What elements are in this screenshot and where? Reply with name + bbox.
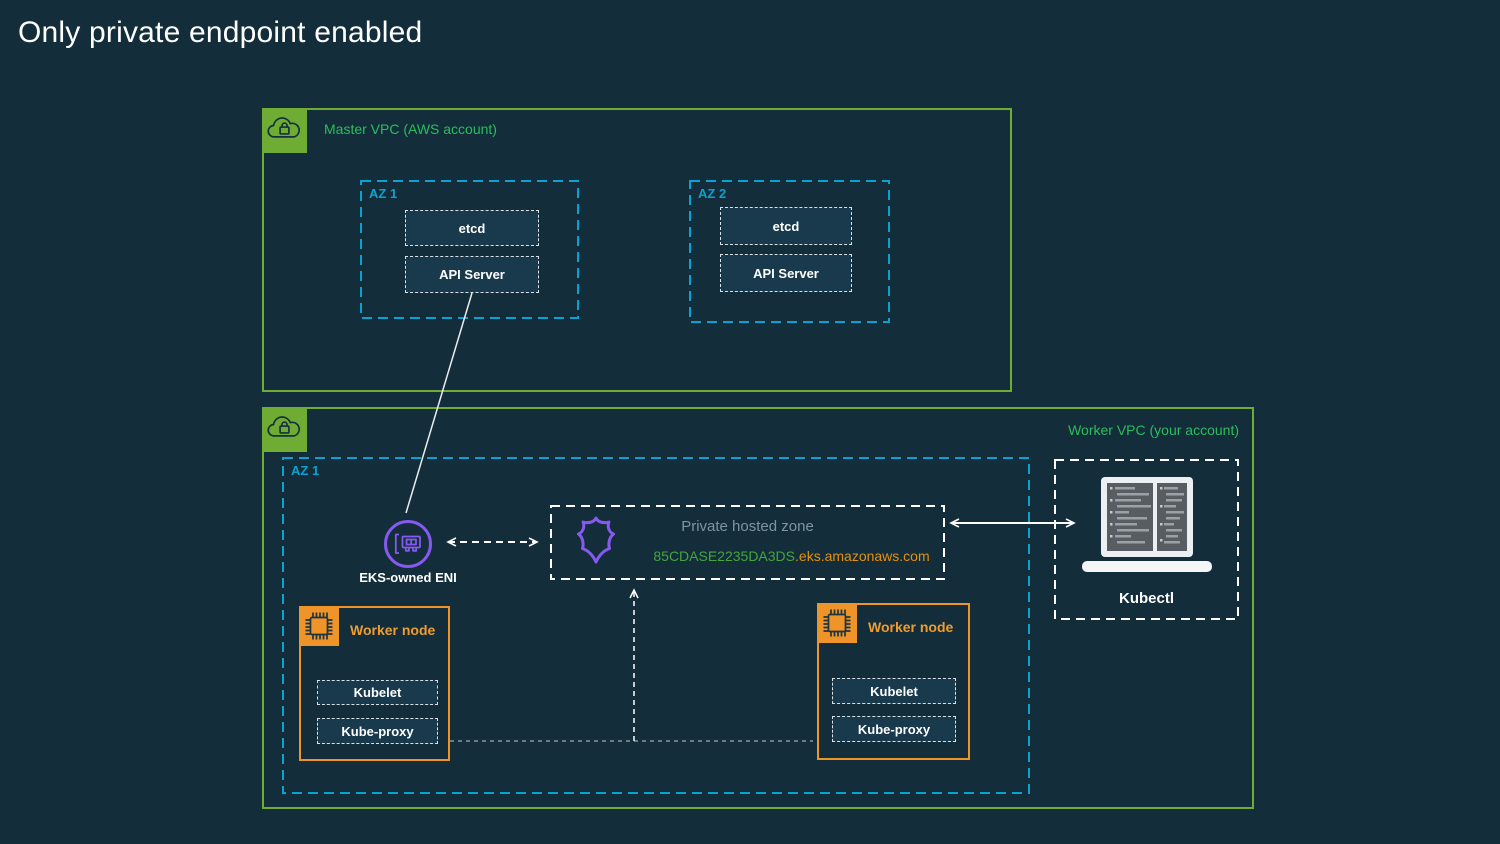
master-vpc-label: Master VPC (AWS account) [324, 121, 497, 137]
dashed-border [1054, 459, 1239, 620]
worker-vpc-group: Worker VPC (your account) AZ 1 [262, 407, 1254, 809]
dashed-border [550, 505, 945, 580]
chip-icon [299, 606, 339, 646]
node-etcd: etcd [405, 210, 539, 246]
worker-vpc-label: Worker VPC (your account) [1068, 422, 1239, 438]
worker-az1-box: AZ 1 EKS-owned ENI [282, 457, 1030, 794]
eni-label: EKS-owned ENI [359, 570, 457, 585]
vpc-icon [262, 407, 307, 452]
network-card-icon [394, 533, 421, 554]
kubectl-box: Kubectl [1054, 459, 1239, 620]
node-kubelet: Kubelet [317, 680, 438, 705]
master-vpc-group: Master VPC (AWS account) AZ 1 etcd API S… [262, 108, 1012, 392]
phz-domain-suffix: .eks.amazonaws.com [795, 548, 930, 564]
worker-node-box-2: Worker node Kubelet Kube-proxy [817, 603, 970, 760]
phz-domain: 85CDASE2235DA3DS.eks.amazonaws.com [638, 548, 945, 564]
chip-icon [817, 603, 857, 643]
az-label: AZ 2 [698, 186, 727, 201]
node-api-server: API Server [405, 256, 539, 293]
hosted-zone-shield-icon [577, 516, 615, 564]
vpc-icon [262, 108, 307, 153]
master-az2-box: AZ 2 etcd API Server [689, 180, 890, 323]
worker-node-label: Worker node [868, 619, 954, 635]
node-kube-proxy: Kube-proxy [317, 718, 438, 744]
cpu-chip-icon [305, 612, 333, 640]
phz-title: Private hosted zone [681, 518, 814, 535]
master-az1-box: AZ 1 etcd API Server [360, 180, 579, 319]
worker-node-box-1: Worker node Kubelet Kube-proxy [299, 606, 450, 761]
eni-icon [384, 520, 432, 568]
az-label: AZ 1 [291, 463, 320, 478]
dashed-border [282, 457, 1030, 794]
phz-domain-prefix: 85CDASE2235DA3DS [653, 548, 796, 564]
kubectl-label: Kubectl [1118, 590, 1174, 607]
cloud-lock-icon [267, 117, 301, 138]
node-kubelet: Kubelet [832, 678, 956, 704]
private-hosted-zone-box: Private hosted zone 85CDASE2235DA3DS.eks… [550, 505, 945, 580]
cpu-chip-icon [823, 609, 851, 637]
dashed-border [689, 180, 890, 323]
node-api-server: API Server [720, 254, 852, 292]
node-etcd: etcd [720, 207, 852, 245]
page-title: Only private endpoint enabled [18, 16, 423, 49]
node-kube-proxy: Kube-proxy [832, 716, 956, 742]
worker-node-label: Worker node [350, 622, 436, 638]
laptop-icon [1082, 477, 1212, 572]
cloud-lock-icon [267, 416, 301, 437]
az-label: AZ 1 [369, 186, 398, 201]
